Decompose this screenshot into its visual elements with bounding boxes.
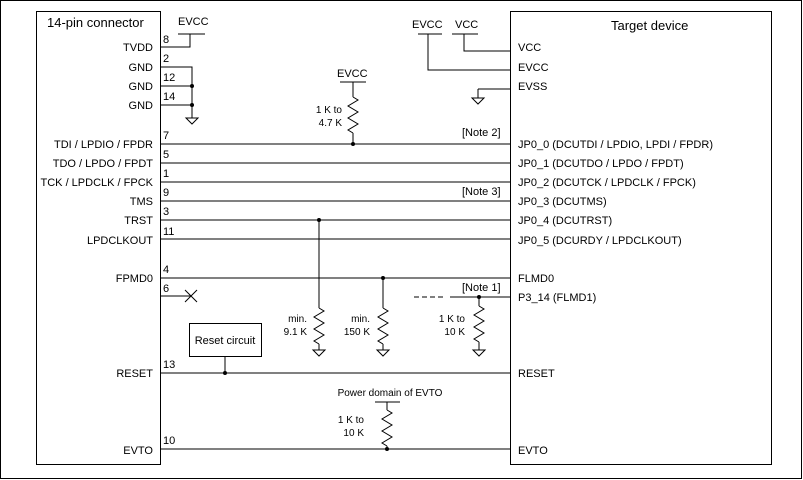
target-pin-flmd0: FLMD0 xyxy=(518,273,554,285)
pin-number-7: 7 xyxy=(163,130,169,142)
target-pin-vcc: VCC xyxy=(518,42,541,54)
target-pin-jp0-1: JP0_1 (DCUTDO / LPDO / FPDT) xyxy=(518,158,684,170)
pin-number-5: 5 xyxy=(163,149,169,161)
pin-number-4: 4 xyxy=(163,264,169,276)
target-pin-evto: EVTO xyxy=(518,445,548,457)
target-pin-p3-14: P3_14 (FLMD1) xyxy=(518,292,596,304)
tvdd-evcc-net: EVCC xyxy=(161,16,209,48)
r1-value-line1: 1 K to xyxy=(316,105,343,116)
signal-label-tms: TMS xyxy=(130,196,153,208)
ground-icon xyxy=(375,349,391,357)
r3-value-line2: 150 K xyxy=(344,327,370,338)
signal-label-tdi: TDI / LPDIO / FPDR xyxy=(54,139,153,151)
pin-number-2: 2 xyxy=(163,53,169,65)
resistor-r2: min. 9.1 K xyxy=(284,218,327,357)
r2-value-line1: min. xyxy=(288,314,307,325)
target-pin-evss: EVSS xyxy=(518,81,547,93)
note-1: [Note 1] xyxy=(462,282,501,294)
target-pin-jp0-2: JP0_2 (DCUTCK / LPDCLK / FPCK) xyxy=(518,177,696,189)
ground-icon xyxy=(184,117,200,125)
pin-number-10: 10 xyxy=(163,435,175,447)
signal-label-lpdclkout: LPDCLKOUT xyxy=(87,235,153,247)
connector-pin-numbers: 8 2 12 14 7 5 1 9 3 11 4 6 13 10 xyxy=(163,34,175,447)
target-vcc-label: VCC xyxy=(455,19,478,31)
target-pin-jp0-5: JP0_5 (DCURDY / LPDCLKOUT) xyxy=(518,235,682,247)
connector-title: 14-pin connector xyxy=(47,15,145,30)
pin-number-14: 14 xyxy=(163,91,175,103)
signal-wires xyxy=(161,143,510,450)
target-power-net: EVCC VCC xyxy=(412,19,510,105)
ground-icon xyxy=(311,349,327,357)
r2-value-line2: 9.1 K xyxy=(284,327,308,338)
target-pin-jp0-3: JP0_3 (DCUTMS) xyxy=(518,196,607,208)
r1-value-line2: 4.7 K xyxy=(319,118,343,129)
target-title: Target device xyxy=(611,18,688,33)
target-pin-evcc: EVCC xyxy=(518,62,549,74)
r5-value-line1: 1 K to xyxy=(338,415,365,426)
signal-label-evto: EVTO xyxy=(123,445,153,457)
pin-number-12: 12 xyxy=(163,72,175,84)
signal-label-reset: RESET xyxy=(116,368,153,380)
signal-label-fpmd0: FPMD0 xyxy=(116,273,153,285)
target-pin-jp0-0: JP0_0 (DCUTDI / LPDIO, LPDI / FPDR) xyxy=(518,139,713,151)
target-pin-reset: RESET xyxy=(518,368,555,380)
connector-signal-labels: TVDD GND GND GND TDI / LPDIO / FPDR TDO … xyxy=(41,42,154,457)
pin-number-1: 1 xyxy=(163,168,169,180)
note-2: [Note 2] xyxy=(462,127,501,139)
reset-circuit-box xyxy=(189,323,262,357)
pin6-no-connect xyxy=(161,289,198,303)
connector-box xyxy=(36,11,161,465)
gnd-net xyxy=(161,66,200,125)
pin-number-11: 11 xyxy=(163,226,174,238)
pin-number-3: 3 xyxy=(163,206,169,218)
signal-label-tvdd: TVDD xyxy=(123,42,153,54)
tvdd-evcc-label: EVCC xyxy=(178,16,209,28)
resistor-r3: min. 150 K xyxy=(344,276,391,357)
target-pin-jp0-4: JP0_4 (DCUTRST) xyxy=(518,215,612,227)
reset-circuit-label: Reset circuit xyxy=(195,335,256,347)
target-device-box xyxy=(510,11,772,465)
r1-evcc-label: EVCC xyxy=(337,68,368,80)
signal-label-trst: TRST xyxy=(124,215,153,227)
resistor-r4: 1 K to 10 K xyxy=(414,295,510,357)
pin-number-6: 6 xyxy=(163,283,169,295)
reset-circuit: Reset circuit xyxy=(189,323,262,375)
r5-value-line2: 10 K xyxy=(343,428,364,439)
pin-number-9: 9 xyxy=(163,187,169,199)
evto-domain-label: Power domain of EVTO xyxy=(338,388,443,399)
note-3: [Note 3] xyxy=(462,186,501,198)
signal-label-gnd-14: GND xyxy=(129,100,154,112)
target-pin-labels: VCC EVCC EVSS JP0_0 (DCUTDI / LPDIO, LPD… xyxy=(518,42,713,457)
r3-value-line1: min. xyxy=(351,314,370,325)
signal-label-gnd-2: GND xyxy=(129,62,154,74)
r4-value-line1: 1 K to xyxy=(439,314,466,325)
target-evcc-label: EVCC xyxy=(412,19,443,31)
signal-label-gnd-12: GND xyxy=(129,81,154,93)
signal-label-tck: TCK / LPDCLK / FPCK xyxy=(41,177,154,189)
pin-number-13: 13 xyxy=(163,359,175,371)
pin-number-8: 8 xyxy=(163,34,169,46)
resistor-r5: Power domain of EVTO 1 K to 10 K xyxy=(338,388,443,451)
ground-icon xyxy=(470,97,486,105)
ground-icon xyxy=(471,349,487,357)
r4-value-line2: 10 K xyxy=(444,327,465,338)
signal-label-tdo: TDO / LPDO / FPDT xyxy=(53,158,154,170)
resistor-r1: EVCC 1 K to 4.7 K xyxy=(316,68,368,146)
